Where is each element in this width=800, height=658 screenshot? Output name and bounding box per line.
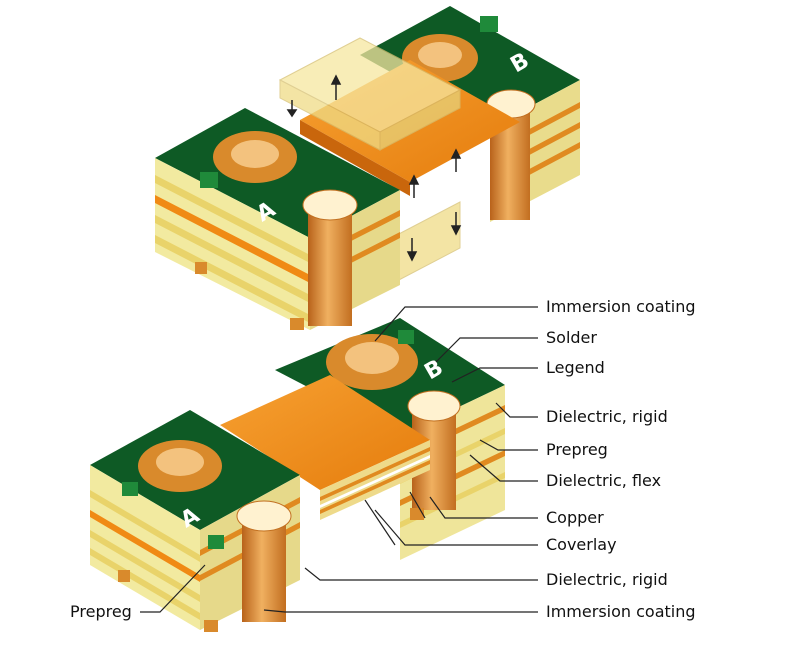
board-a-exploded: A bbox=[155, 108, 400, 330]
label-coverlay: Coverlay bbox=[546, 535, 617, 554]
label-solder: Solder bbox=[546, 328, 597, 347]
board-b-exploded: B bbox=[360, 6, 580, 222]
label-prepreg-right: Prepreg bbox=[546, 440, 608, 459]
label-immersion-coating-top: Immersion coating bbox=[546, 297, 696, 316]
assembled-view: B A bbox=[90, 318, 505, 632]
board-a-assembled: A bbox=[90, 410, 300, 632]
flex-region bbox=[220, 375, 430, 520]
leader-lines bbox=[140, 306, 538, 613]
exploded-view: B bbox=[155, 6, 580, 330]
label-legend: Legend bbox=[546, 358, 605, 377]
label-prepreg-left: Prepreg bbox=[70, 602, 132, 621]
label-copper: Copper bbox=[546, 508, 604, 527]
label-dielectric-flex: Dielectric, flex bbox=[546, 471, 662, 490]
label-dielectric-rigid-top: Dielectric, rigid bbox=[546, 407, 668, 426]
board-b-assembled: B bbox=[275, 318, 505, 560]
label-dielectric-rigid-bottom: Dielectric, rigid bbox=[546, 570, 668, 589]
assembly-arrows bbox=[286, 74, 462, 262]
label-immersion-coating-bottom: Immersion coating bbox=[546, 602, 696, 621]
